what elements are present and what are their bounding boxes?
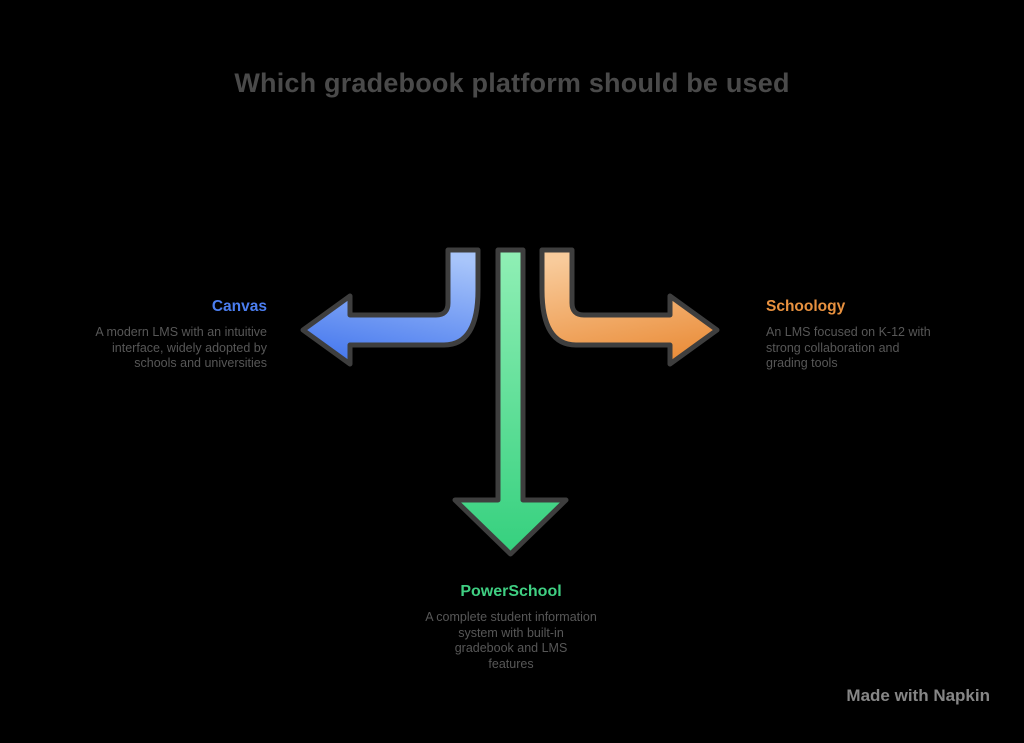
branch-bottom-label: PowerSchool <box>460 583 562 600</box>
branch-bottom-powerschool: PowerSchool A complete student informati… <box>361 583 661 672</box>
branch-bottom-description-line: system with built-in <box>458 625 564 640</box>
branch-left-label: Canvas <box>211 298 267 315</box>
branch-right-description: An LMS focused on K-12 with strong colla… <box>766 325 986 372</box>
down-arrow <box>452 247 569 557</box>
branch-right-description-line: An LMS focused on K-12 with <box>766 325 931 339</box>
branch-bottom-description-line: features <box>488 656 534 671</box>
branch-right-description-line: strong collaboration and <box>766 340 900 355</box>
left-arrow <box>300 247 481 367</box>
branch-right-schoology: Schoology An LMS focused on K-12 with st… <box>766 298 986 372</box>
branch-left-description-line: schools and universities <box>134 356 267 370</box>
branch-bottom-description-line: A complete student information <box>425 610 597 624</box>
right-arrow <box>539 247 720 367</box>
branch-bottom-description: A complete student information system wi… <box>361 610 661 672</box>
branch-right-label: Schoology <box>766 298 846 315</box>
branch-left-description-line: interface, widely adopted by <box>112 340 267 355</box>
branch-right-description-line: grading tools <box>766 356 838 370</box>
diagram-title: Which gradebook platform should be used <box>234 68 790 98</box>
branch-left-description: A modern LMS with an intuitive interface… <box>27 325 267 372</box>
branch-left-canvas: Canvas A modern LMS with an intuitive in… <box>27 298 267 372</box>
branch-bottom-description-line: gradebook and LMS <box>454 641 568 655</box>
branch-left-description-line: A modern LMS with an intuitive <box>95 325 267 339</box>
watermark-made-with-napkin: Made with Napkin <box>846 686 990 705</box>
